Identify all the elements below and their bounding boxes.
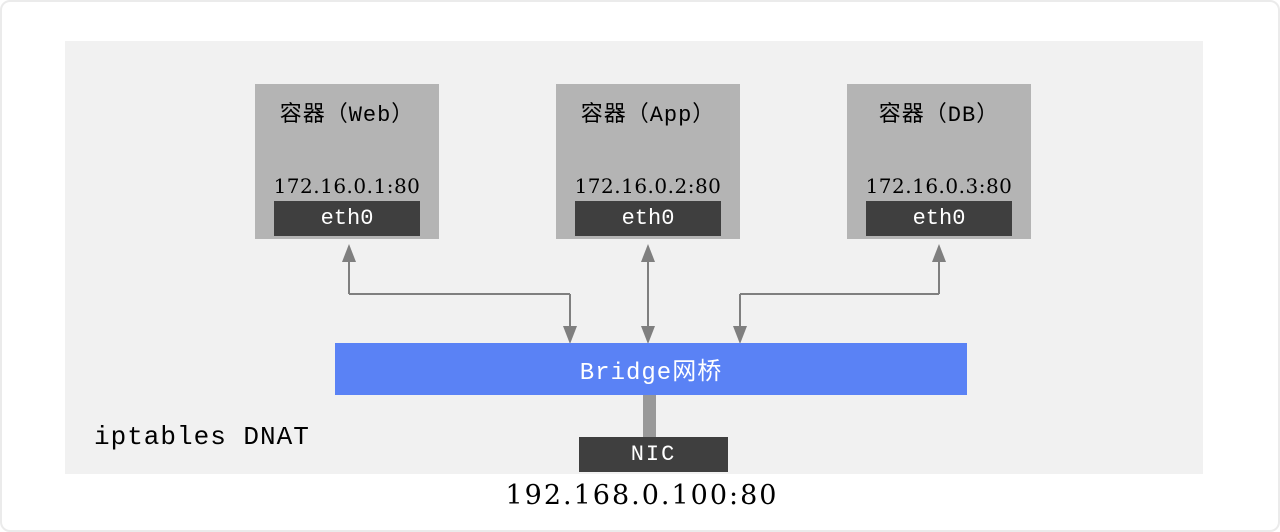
eth0-interface-box: eth0	[575, 201, 721, 236]
container-ip: 172.16.0.3:80	[865, 174, 1013, 198]
nic-box: NIC	[579, 437, 728, 472]
container-ip: 172.16.0.1:80	[273, 174, 421, 198]
iptables-dnat-label: iptables DNAT	[94, 422, 310, 452]
bridge-bar: Bridge网桥	[335, 343, 967, 395]
container-title: 容器（App）	[580, 103, 716, 128]
bridge-nic-stem	[643, 395, 656, 437]
eth0-interface-box: eth0	[274, 201, 420, 236]
container-title: 容器（DB）	[878, 103, 1000, 128]
eth0-interface-box: eth0	[866, 201, 1012, 236]
container-box-web: 容器（Web） 172.16.0.1:80 eth0	[255, 84, 439, 239]
container-box-app: 容器（App） 172.16.0.2:80 eth0	[556, 84, 740, 239]
container-box-db: 容器（DB） 172.16.0.3:80 eth0	[847, 84, 1031, 239]
container-title: 容器（Web）	[279, 103, 415, 128]
container-ip: 172.16.0.2:80	[574, 174, 722, 198]
host-ip-label: 192.168.0.100:80	[505, 480, 779, 511]
